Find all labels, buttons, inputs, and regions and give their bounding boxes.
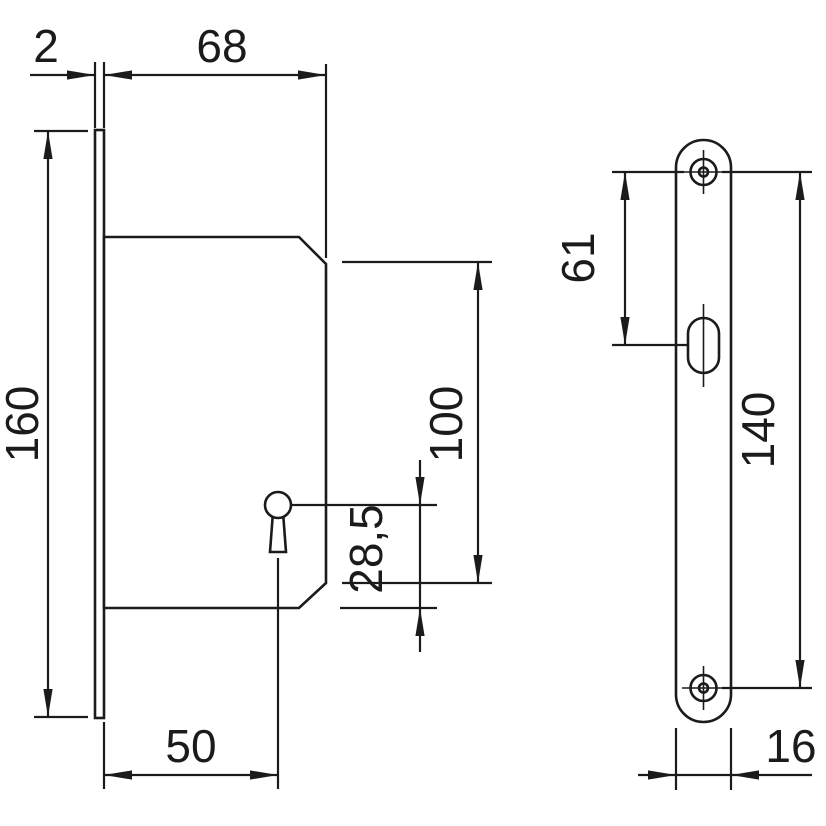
screw-hole-bottom	[682, 666, 725, 710]
dimension-label-keyhole-to-bottom: 28,5	[340, 504, 392, 594]
dimension-label-plate-width: 16	[765, 720, 816, 772]
lock-body-outline	[102, 235, 328, 610]
dimension-label-backset: 50	[165, 720, 216, 772]
dimension-label-hole-to-slot: 61	[552, 232, 604, 283]
faceplate-outline	[674, 138, 733, 724]
keyhole-circle	[263, 490, 293, 520]
dimension-label-body-height: 100	[420, 386, 472, 463]
dimension-label-faceplate-height: 160	[0, 386, 48, 463]
dimension-label-body-width: 68	[196, 20, 247, 72]
screw-hole-top	[682, 150, 725, 194]
cylinder-slot	[686, 304, 721, 387]
faceplate-strip	[93, 128, 106, 720]
faceplate-front-view: 61 140 16	[552, 138, 817, 790]
dimension-label-hole-spacing: 140	[732, 392, 784, 469]
keyhole	[263, 490, 293, 554]
lock-body-side-view: 2 68 160 100 28,5 50	[0, 20, 492, 789]
dimension-label-faceplate-thickness: 2	[33, 20, 59, 72]
